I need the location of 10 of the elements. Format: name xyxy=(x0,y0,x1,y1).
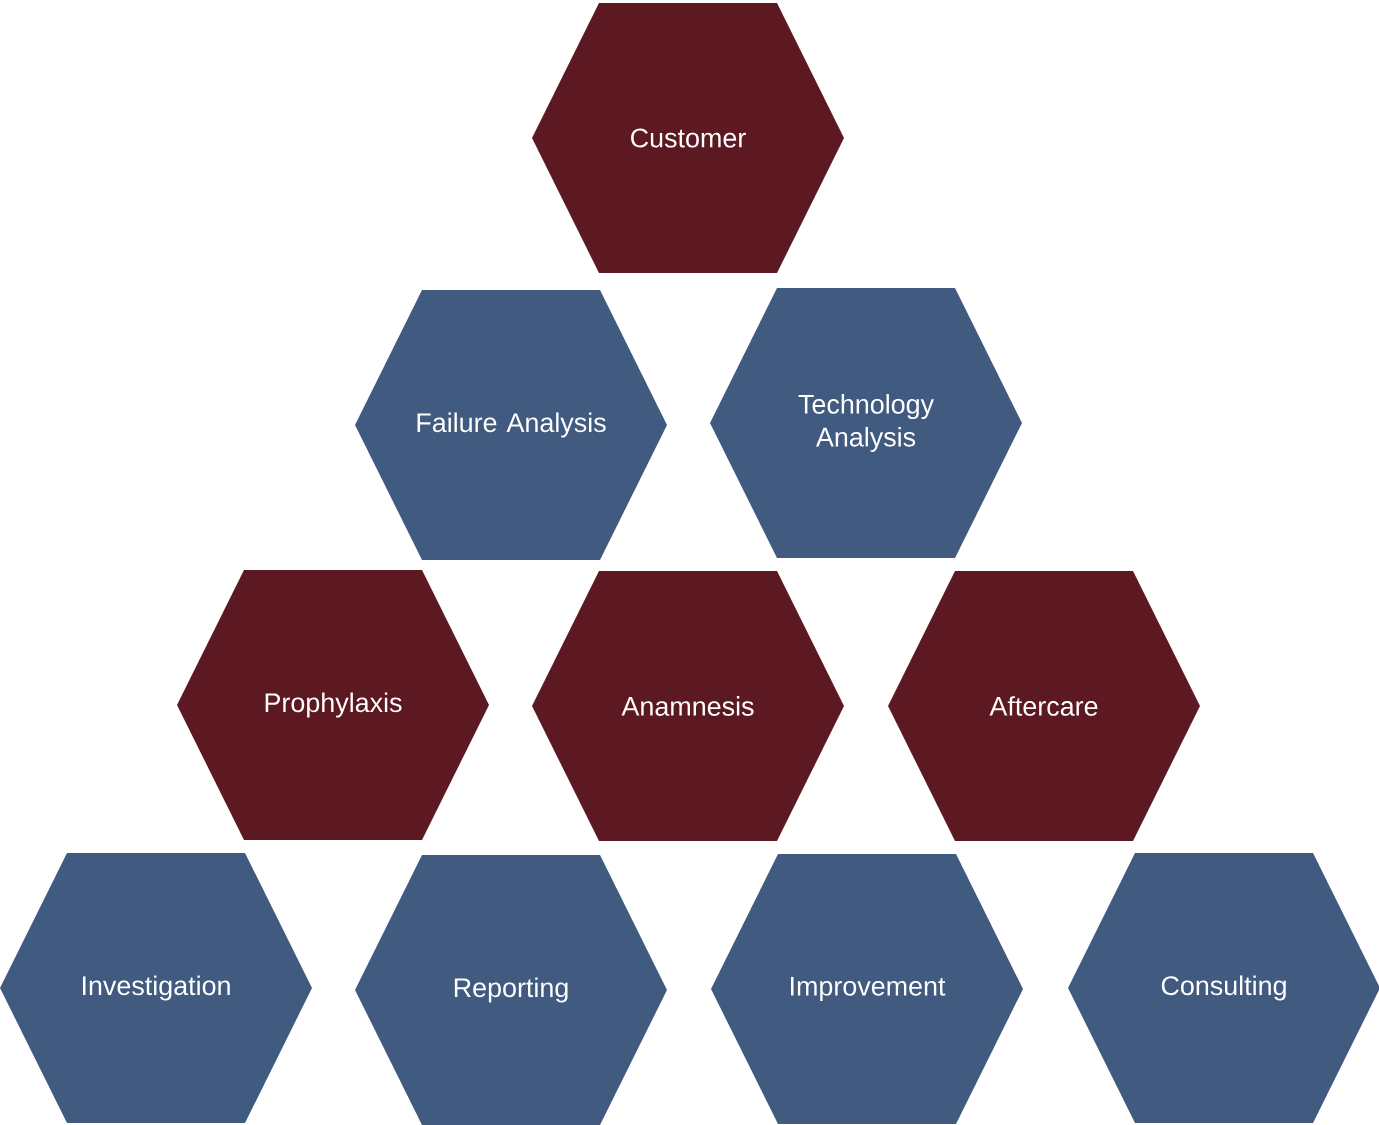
hexagon: Aftercare xyxy=(888,571,1200,841)
hexagon: Consulting xyxy=(1068,853,1379,1123)
hexagon: Technology Analysis xyxy=(710,288,1022,558)
hexagon: Customer xyxy=(532,3,844,273)
hexagon: Improvement xyxy=(711,854,1023,1124)
hexagon: Failure Analysis xyxy=(355,290,667,560)
hexagon: Reporting xyxy=(355,855,667,1125)
hexagon: Prophylaxis xyxy=(177,570,489,840)
hexagon: Anamnesis xyxy=(532,571,844,841)
hexagon: Investigation xyxy=(0,853,312,1123)
